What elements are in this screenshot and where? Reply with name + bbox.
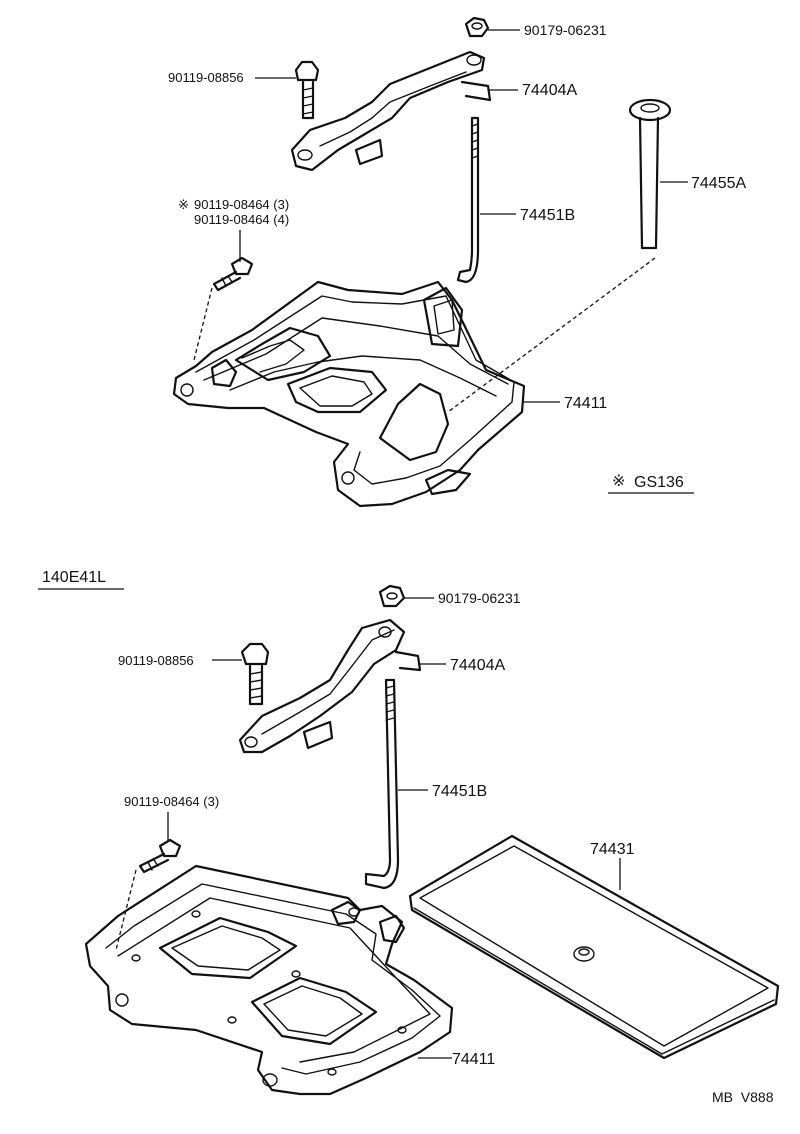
clamp-label: 74404A	[522, 82, 577, 99]
nut-icon	[464, 16, 490, 38]
nut-label: 90179-06231	[438, 590, 521, 606]
clamp-bracket-icon	[290, 50, 492, 172]
hook-rod-icon	[456, 116, 480, 284]
screw-label: 90119-08464 (3)	[124, 794, 219, 809]
rod-label: 74451B	[520, 207, 575, 224]
bolt-icon	[240, 642, 270, 706]
long-bolt-icon	[628, 98, 672, 250]
footer-code: MB V888	[712, 1089, 774, 1105]
screw-label-alt: 90119-08464 (4)	[194, 212, 289, 227]
screw-label-marked: 90119-08464 (3)	[194, 197, 289, 212]
alignment-dashed-line	[447, 257, 656, 413]
alignment-dashed-line	[193, 287, 213, 361]
note-symbol: ※	[178, 197, 189, 212]
note-code: GS136	[634, 474, 684, 491]
long-bolt-label: 74455A	[691, 175, 746, 192]
battery-tray-icon	[172, 280, 526, 508]
bolt-icon	[294, 60, 320, 120]
diagram-b: 90179-06231 90119-08856 74404A	[84, 584, 780, 1096]
hook-rod-icon	[364, 678, 400, 890]
section-title: 140E41L	[42, 569, 106, 586]
clamp-label: 74404A	[450, 657, 505, 674]
mat-label: 74431	[590, 841, 635, 858]
rod-label: 74451B	[432, 783, 487, 800]
tray-mat-icon	[408, 834, 780, 1060]
screw-icon	[212, 256, 254, 292]
bolt-label: 90119-08856	[118, 653, 194, 668]
nut-icon	[378, 584, 406, 608]
note-symbol: ※	[612, 473, 625, 490]
battery-tray-icon	[84, 864, 454, 1096]
clamp-bracket-icon	[238, 618, 422, 754]
bolt-label: 90119-08856	[168, 70, 244, 85]
screw-icon	[138, 838, 182, 874]
nut-label: 90179-06231	[524, 22, 607, 38]
diagram-a: 90179-06231 90119-08856 74404A	[168, 16, 746, 508]
tray-label: 74411	[564, 395, 607, 412]
tray-label: 74411	[452, 1051, 495, 1068]
